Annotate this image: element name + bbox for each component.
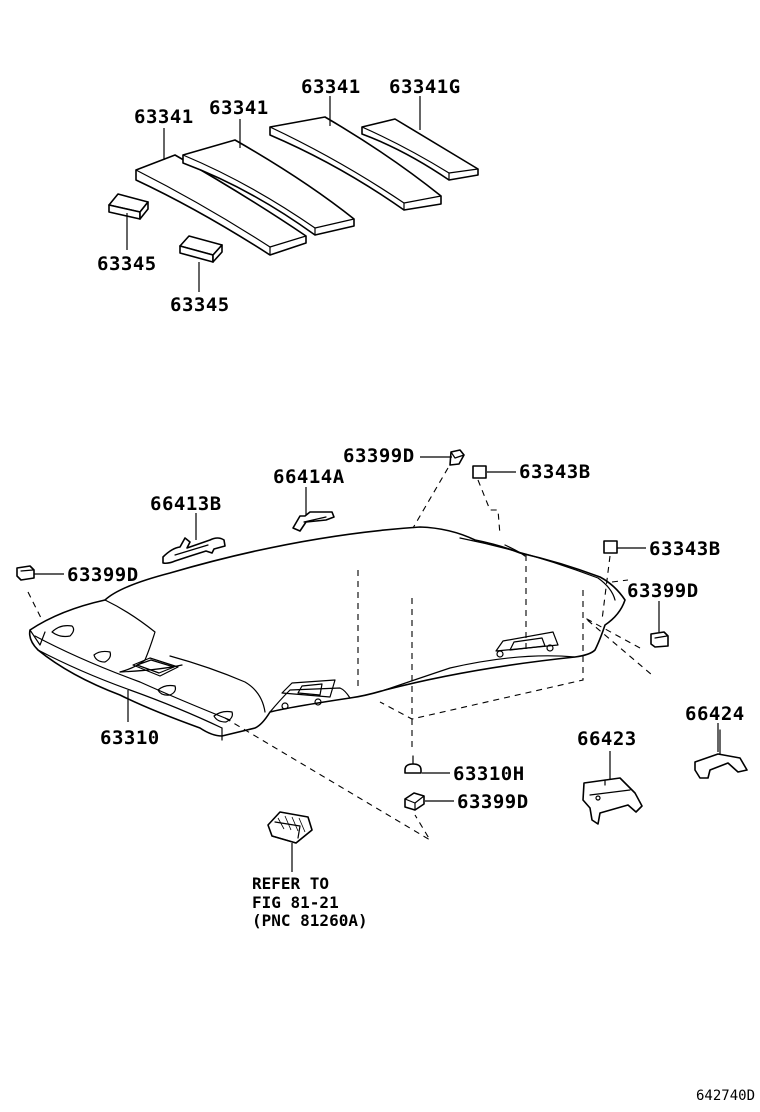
pad-63341g	[361, 118, 479, 181]
clip-63399d-left	[16, 565, 35, 581]
label-63399d-left: 63399D	[67, 564, 139, 586]
label-63399d-top: 63399D	[343, 445, 415, 467]
retainer-66424	[694, 729, 748, 779]
label-63343b-b: 63343B	[649, 538, 721, 560]
label-63399d-right: 63399D	[627, 580, 699, 602]
label-66414a: 66414A	[273, 466, 345, 488]
label-66413b: 66413B	[150, 493, 222, 515]
pad-63341-center-right	[269, 116, 442, 211]
label-63341-center-left: 63341	[209, 97, 269, 119]
label-63310: 63310	[100, 727, 160, 749]
retainer-66423	[582, 777, 643, 825]
clip-63399d-right	[650, 631, 669, 648]
refer-note-line1: REFER TO	[252, 874, 329, 893]
pad-63341-center-left	[182, 139, 355, 236]
clip-63399d-bottom	[404, 792, 425, 811]
bracket-66413b	[162, 537, 226, 565]
label-66424: 66424	[685, 703, 745, 725]
map-lamp	[267, 811, 313, 844]
refer-note-line2: FIG 81-21	[252, 893, 339, 912]
pad-63341-left	[135, 154, 307, 256]
bottom-leaders	[34, 456, 719, 872]
label-63343b-a: 63343B	[519, 461, 591, 483]
label-63341g: 63341G	[389, 76, 461, 98]
label-63345-center: 63345	[170, 294, 230, 316]
label-63399d-bottom: 63399D	[457, 791, 529, 813]
label-63341-left: 63341	[134, 106, 194, 128]
pad-63343b-a	[472, 465, 487, 479]
assembly-dashed-lines	[27, 467, 653, 841]
label-63345-left: 63345	[97, 253, 157, 275]
label-63310h: 63310H	[453, 763, 525, 785]
pad-63345-left	[108, 193, 149, 220]
label-66423: 66423	[577, 728, 637, 750]
clip-63399d-top	[449, 449, 465, 466]
refer-note-line3: (PNC 81260A)	[252, 911, 368, 930]
pad-63345-center	[179, 235, 223, 263]
label-63341-center-right: 63341	[301, 76, 361, 98]
pad-63343b-b	[603, 540, 618, 554]
diagram-code: 642740D	[696, 1088, 755, 1104]
clip-63310h	[404, 755, 422, 774]
top-leaders	[126, 96, 421, 292]
bracket-66414a	[292, 511, 335, 532]
headlining-63310	[28, 526, 626, 741]
